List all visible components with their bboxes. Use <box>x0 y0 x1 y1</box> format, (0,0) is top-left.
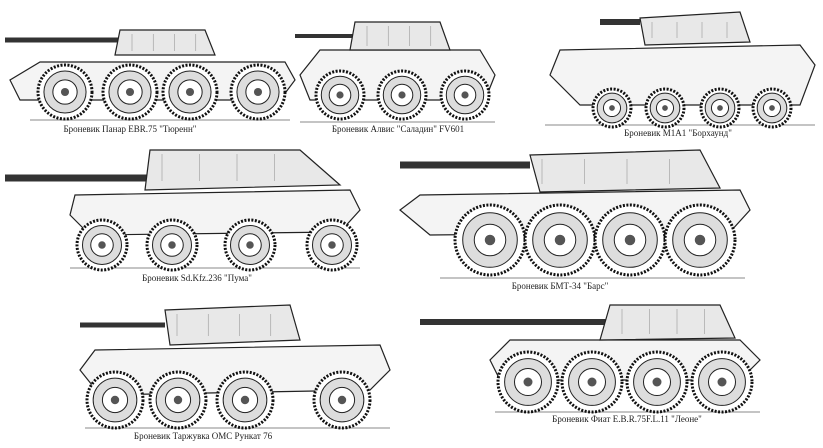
vehicle-leone <box>420 304 761 414</box>
hub-center <box>652 377 662 387</box>
hub-center <box>328 241 336 249</box>
hub-center <box>253 87 263 97</box>
hub-center <box>337 395 347 405</box>
wheel <box>36 63 94 121</box>
turret <box>114 29 216 56</box>
hub-center <box>624 234 636 246</box>
hub-center <box>60 87 70 97</box>
wheel <box>751 87 793 129</box>
hub-center <box>173 395 183 405</box>
turret <box>349 21 451 51</box>
hub-center <box>587 377 597 387</box>
vehicle-puma <box>5 149 361 272</box>
turret <box>144 149 342 191</box>
wheel <box>593 203 667 277</box>
hub-center <box>694 234 706 246</box>
vehicle-bmt34 <box>399 149 751 279</box>
wheel <box>305 218 359 272</box>
caption-puma: Броневик Sd.Kfz.236 "Пума" <box>142 273 252 283</box>
turret <box>164 304 301 346</box>
wheel <box>229 63 287 121</box>
hub-center <box>769 105 775 111</box>
vehicle-panhard-ebr <box>5 29 296 121</box>
hub-center <box>554 234 566 246</box>
hub-center <box>240 395 250 405</box>
hub-center <box>523 377 533 387</box>
vehicle-boarhound <box>545 11 816 129</box>
turret <box>529 149 721 193</box>
wheel <box>312 370 372 430</box>
wheel <box>644 87 686 129</box>
wheel <box>560 350 624 414</box>
vehicle-saladin <box>295 21 496 123</box>
hub-center <box>461 91 469 99</box>
caption-bmt34: Броневик БМТ-34 "Барс" <box>511 281 609 291</box>
wheel <box>523 203 597 277</box>
caption-boarhound: Броневик M1A1 "Борхаунд" <box>624 128 732 138</box>
wheel <box>699 87 741 129</box>
hub-center <box>484 234 496 246</box>
vehicle-ratel <box>79 304 391 430</box>
wheel <box>101 63 159 121</box>
wheel <box>215 370 275 430</box>
turret <box>599 304 736 341</box>
hub-center <box>110 395 120 405</box>
hub-center <box>662 105 668 111</box>
hub-center <box>185 87 195 97</box>
wheel <box>496 350 560 414</box>
wheel <box>439 69 491 121</box>
hub-center <box>609 105 615 111</box>
wheel <box>663 203 737 277</box>
hub-center <box>98 241 106 249</box>
hub-center <box>336 91 344 99</box>
hub-center <box>398 91 406 99</box>
hub-center <box>717 105 723 111</box>
wheel <box>145 218 199 272</box>
wheel <box>148 370 208 430</box>
wheel <box>376 69 428 121</box>
hub-center <box>717 377 727 387</box>
wheel <box>85 370 145 430</box>
caption-saladin: Броневик Алвис "Саладин" FV601 <box>331 124 465 134</box>
wheel <box>625 350 689 414</box>
caption-ratel: Броневик Таржувка ОМС Рункат 76 <box>133 431 273 441</box>
hub-center <box>168 241 176 249</box>
wheel <box>223 218 277 272</box>
wheel <box>453 203 527 277</box>
caption-leone: Броневик Фиат E.B.R.75F.L.11 "Леоне" <box>552 414 702 424</box>
caption-panhard-ebr: Броневик Панар EBR.75 "Тюренн" <box>63 124 197 134</box>
wheel <box>161 63 219 121</box>
wheel <box>690 350 754 414</box>
wheel <box>591 87 633 129</box>
turret <box>639 11 751 46</box>
wheel <box>314 69 366 121</box>
hub-center <box>246 241 254 249</box>
hub-center <box>125 87 135 97</box>
wheel <box>75 218 129 272</box>
